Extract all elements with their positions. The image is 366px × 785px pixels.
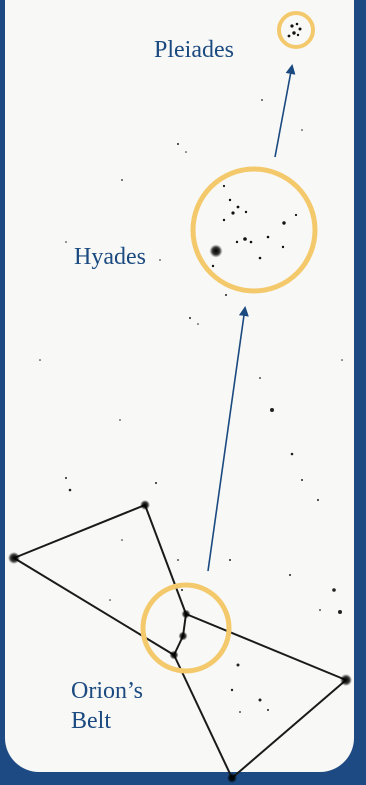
star-belt-alnitak	[169, 650, 179, 660]
label-orions-belt: Orion’s Belt	[71, 678, 143, 734]
star-betelgeuse	[140, 500, 150, 510]
star-aldebaran	[209, 244, 223, 258]
orion-line	[13, 504, 146, 559]
orion-constellation	[13, 504, 347, 779]
arrow-hyades-to-pleiades	[274, 64, 296, 158]
hyades-ring	[190, 166, 318, 294]
star-bellatrix	[8, 552, 20, 564]
orion-line	[185, 613, 347, 681]
orion-line	[13, 557, 175, 656]
orion-line	[144, 504, 187, 615]
star-saiph	[227, 773, 237, 783]
bright-stars	[8, 244, 352, 783]
orion-line	[173, 654, 233, 779]
label-hyades: Hyades	[74, 244, 146, 270]
orions-belt-ring	[140, 582, 232, 674]
star-belt-alnilam	[178, 631, 188, 641]
pleiades-stars	[287, 22, 302, 38]
arrow-belt-to-hyades	[207, 306, 249, 572]
hyades-stars	[211, 184, 298, 268]
label-pleiades: Pleiades	[154, 37, 234, 63]
star-belt-mintaka	[181, 609, 191, 619]
star-rigel	[340, 674, 352, 686]
orion-line	[231, 679, 347, 779]
pleiades-ring	[277, 11, 315, 49]
faint-stars	[39, 99, 343, 713]
